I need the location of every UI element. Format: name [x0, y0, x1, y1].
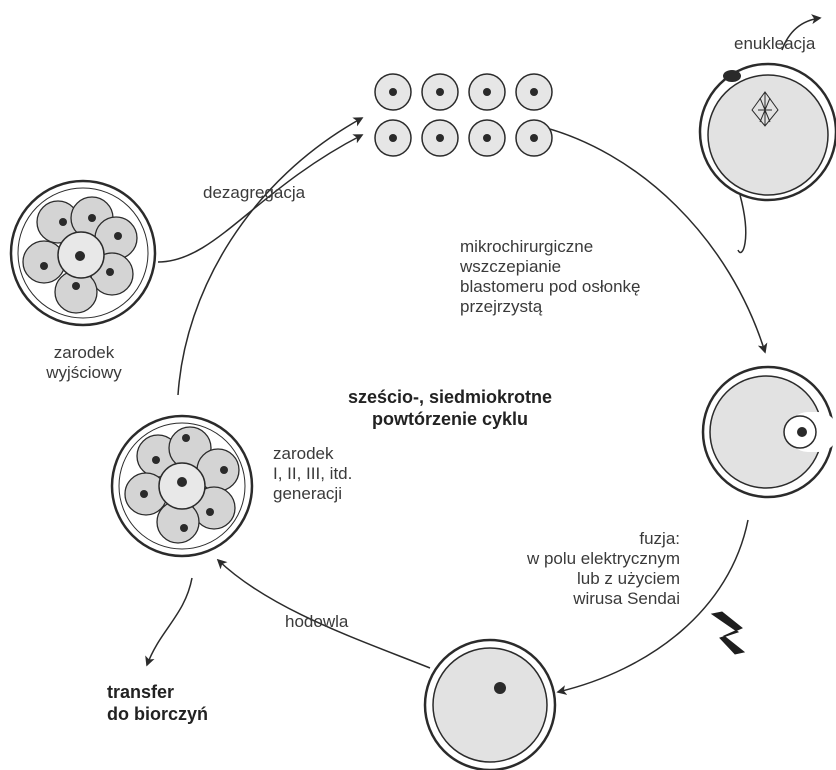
oocyte-enucleation — [700, 64, 836, 200]
blastomere — [422, 74, 458, 110]
label-mikrochirurgia: mikrochirurgiczne wszczepianie blastomer… — [460, 237, 641, 317]
donor-embryo — [11, 181, 155, 325]
lightning-icon — [712, 612, 744, 654]
blastomere — [469, 74, 505, 110]
next-generation-embryo — [112, 416, 252, 556]
blastomere — [375, 74, 411, 110]
arrow-enucleated-down — [738, 195, 746, 253]
label-dezagregacja: dezagregacja — [203, 183, 305, 203]
label-fuzja: fuzja: w polu elektrycznym lub z użyciem… — [470, 529, 680, 609]
blastomere — [516, 74, 552, 110]
blastomere — [422, 120, 458, 156]
label-powtorzenie-cyklu: sześcio-, siedmiokrotne powtórzenie cykl… — [330, 386, 570, 430]
label-transfer: transfer do biorczyń — [107, 681, 208, 725]
label-zarodek-wyjsciowy: zarodek wyjściowy — [24, 343, 144, 383]
arrow-transfer — [147, 578, 192, 665]
label-enukleacja: enukleacja — [734, 34, 815, 54]
blastomere-grid — [375, 74, 552, 156]
blastomere — [516, 120, 552, 156]
blastomere — [469, 120, 505, 156]
arrow-cycle-up — [178, 118, 362, 395]
label-zarodek-generacji: zarodek I, II, III, itd. generacji — [273, 444, 352, 504]
fused-cell — [425, 640, 555, 770]
oocyte-with-blastomere — [703, 367, 836, 497]
blastomere — [375, 120, 411, 156]
label-hodowla: hodowla — [285, 612, 348, 632]
